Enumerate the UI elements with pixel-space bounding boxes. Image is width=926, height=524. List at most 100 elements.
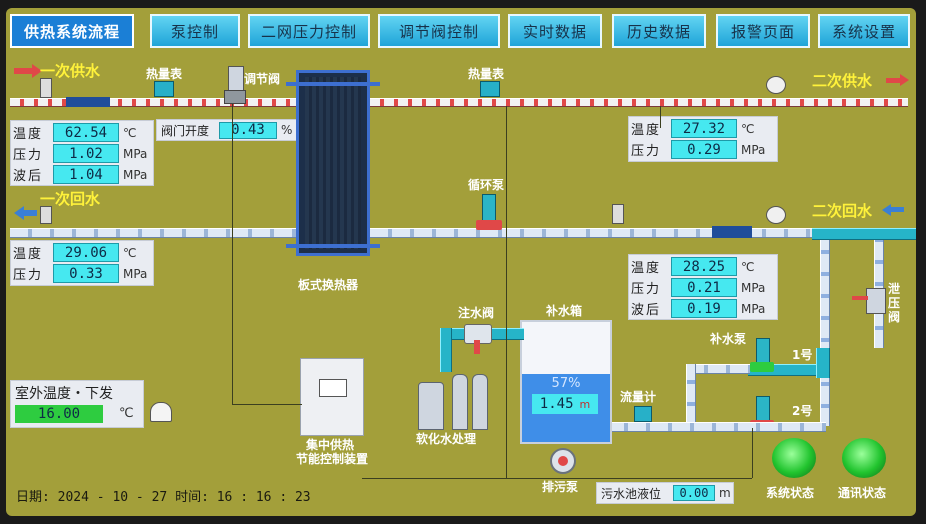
nav-history-data[interactable]: 历史数据: [612, 14, 706, 48]
drain-pump-label: 排污泵: [542, 480, 579, 494]
relief-valve-icon[interactable]: [866, 288, 886, 314]
outdoor-sensor-icon: [150, 402, 172, 422]
secondary-supply-pipe: [370, 98, 908, 107]
softener-tank-3-icon: [472, 374, 488, 430]
primary-return-arrow-tail-icon: [23, 210, 37, 216]
sewage-level-panel: 污水池液位 0.00 m: [596, 482, 734, 504]
fill-valve-handle-icon: [474, 340, 480, 354]
primary-supply-data-panel: 温度 62.54 ℃ 压力 1.02 MPa 波后 1.04 MPa: [10, 120, 154, 186]
secondary-return-temp-unit: ℃: [741, 259, 755, 274]
makeup-pump-1-icon[interactable]: [756, 338, 770, 364]
secondary-heat-meter-label: 热量表: [468, 67, 505, 81]
plate-heat-exchanger-label: 板式换热器: [298, 278, 359, 292]
secondary-return-pressure-unit: MPa: [741, 280, 766, 295]
makeup-pump-label: 补水泵: [710, 332, 747, 346]
secondary-return-diff-value: 0.19: [671, 299, 737, 318]
nav-pump-control[interactable]: 泵控制: [150, 14, 240, 48]
primary-supply-arrow-icon: [14, 68, 34, 74]
controller-label-2: 节能控制装置: [296, 452, 369, 466]
nav-system-settings[interactable]: 系统设置: [818, 14, 910, 48]
primary-supply-temp-value: 62.54: [53, 123, 119, 142]
primary-supply-label: 一次供水: [40, 62, 101, 80]
primary-supply-temp-label: 温度: [13, 127, 44, 142]
valve-opening-panel: 阀门开度 0.43 %: [156, 119, 298, 141]
comm-status-light: [842, 438, 886, 478]
makeup-tank-percent: 57%: [551, 376, 581, 391]
circulation-pump-label: 循环泵: [468, 178, 505, 192]
nav-realtime-data[interactable]: 实时数据: [508, 14, 602, 48]
outdoor-temp-value[interactable]: 16.00: [15, 405, 103, 423]
secondary-return-temp-label: 温度: [631, 261, 662, 276]
primary-return-arrow-icon: [14, 206, 24, 220]
valve-opening-value[interactable]: 0.43: [219, 121, 277, 139]
primary-supply-pressure-label: 压力: [13, 148, 44, 163]
nav-secondary-pressure-control[interactable]: 二网压力控制: [248, 14, 370, 48]
drain-pump-icon[interactable]: [550, 448, 576, 474]
energy-controller-cabinet[interactable]: [300, 358, 364, 436]
circulation-pump-base-icon: [476, 220, 502, 230]
nav-title-button[interactable]: 供热系统流程: [10, 14, 134, 48]
relief-tee-pipe: [812, 228, 916, 240]
exchanger-frame-top: [286, 82, 380, 86]
makeup-tank-level-box: 1.45 m: [532, 394, 598, 414]
outdoor-temp-panel: 室外温度・下发 16.00 ℃: [10, 380, 144, 428]
system-status-label: 系统状态: [766, 486, 815, 500]
primary-supply-diff-unit: MPa: [123, 167, 148, 182]
primary-return-label: 一次回水: [40, 190, 101, 208]
secondary-supply-temp-label: 温度: [631, 123, 662, 138]
secondary-return-pipe: [370, 228, 908, 238]
makeup-tank-level-unit: m: [579, 397, 591, 411]
sewage-level-value: 0.00: [673, 485, 715, 501]
secondary-return-pressure-label: 压力: [631, 282, 662, 297]
secondary-return-diff-label: 波后: [631, 303, 662, 318]
secondary-return-gauge-1-icon: [612, 204, 624, 224]
exchanger-frame-bottom: [286, 244, 380, 248]
date-label: 日期:: [16, 490, 50, 505]
makeup-riser-pipe: [820, 236, 830, 426]
primary-return-pressure-value: 0.33: [53, 264, 119, 283]
primary-return-pipe: [10, 228, 300, 238]
signal-wire-1: [232, 104, 233, 404]
circulation-pump-icon[interactable]: [482, 194, 496, 222]
secondary-supply-arrow-head-icon: [900, 74, 909, 86]
secondary-supply-pressure-unit: MPa: [741, 142, 766, 157]
primary-supply-gauge-icon: [40, 78, 52, 98]
primary-heat-meter-icon: [154, 81, 174, 97]
makeup-pump-2-icon[interactable]: [756, 396, 770, 422]
makeup-tank[interactable]: 57% 1.45 m: [520, 320, 612, 444]
makeup-tee-pipe: [816, 348, 830, 378]
relief-valve-label: 泄压阀: [888, 282, 901, 324]
secondary-supply-label: 二次供水: [812, 72, 873, 90]
primary-supply-diff-value: 1.04: [53, 165, 119, 184]
secondary-heat-meter-icon: [480, 81, 500, 97]
secondary-return-data-panel: 温度 28.25 ℃ 压力 0.21 MPa 波后 0.19 MPa: [628, 254, 778, 320]
secondary-return-temp-value: 28.25: [671, 257, 737, 276]
secondary-supply-arrow-icon: [886, 78, 902, 83]
primary-supply-arrow-head-icon: [32, 64, 42, 78]
softener-tank-1-icon: [418, 382, 444, 430]
makeup-line-top: [686, 364, 750, 374]
signal-wire-5: [752, 428, 753, 478]
primary-supply-diff-label: 波后: [13, 169, 44, 184]
primary-return-gauge-icon: [40, 206, 52, 224]
valve-opening-label: 阀门开度: [161, 123, 210, 138]
makeup-pump-2-label: 2号: [792, 404, 813, 418]
nav-alarm-page[interactable]: 报警页面: [716, 14, 810, 48]
primary-control-valve-label: 调节阀: [244, 72, 281, 86]
primary-supply-pipe: [10, 98, 300, 107]
primary-supply-pressure-unit: MPa: [123, 146, 148, 161]
secondary-supply-data-panel: 温度 27.32 ℃ 压力 0.29 MPa: [628, 116, 778, 162]
comm-status-label: 通讯状态: [838, 486, 887, 500]
secondary-return-band: [712, 226, 752, 238]
hmi-screen: 供热系统流程 泵控制 二网压力控制 调节阀控制 实时数据 历史数据 报警页面 系…: [6, 8, 916, 516]
fill-valve-label: 注水阀: [458, 306, 495, 320]
secondary-return-pressure-value: 0.21: [671, 278, 737, 297]
makeup-tank-label: 补水箱: [546, 304, 583, 318]
nav-valve-control[interactable]: 调节阀控制: [378, 14, 500, 48]
plate-heat-exchanger[interactable]: [296, 70, 370, 256]
fill-line-vertical: [440, 328, 452, 372]
exchanger-plates: [305, 77, 361, 249]
secondary-supply-temp-value: 27.32: [671, 119, 737, 138]
primary-supply-pipe-band: [66, 97, 110, 107]
flow-meter-label: 流量计: [620, 390, 657, 404]
